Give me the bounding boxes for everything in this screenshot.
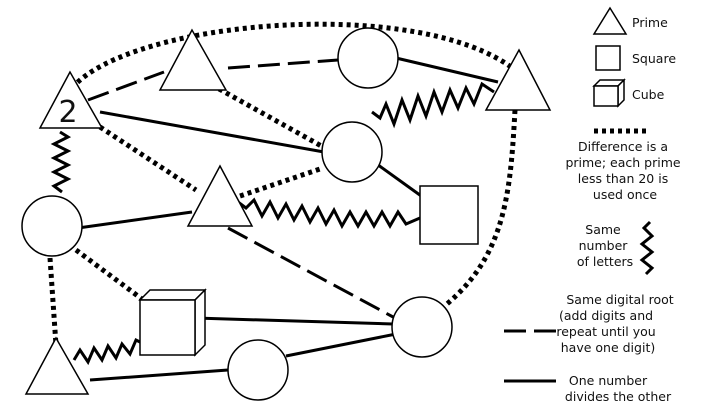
edge-prime-difference xyxy=(239,165,324,199)
legend-same-letters-swatch xyxy=(639,220,655,276)
legend-divides-text: One number divides the other xyxy=(565,373,672,404)
node-circle-mid[interactable] xyxy=(321,121,383,183)
edge-same-letters xyxy=(50,130,72,194)
node-triangle-center[interactable] xyxy=(186,164,254,227)
edge-divides xyxy=(77,210,193,230)
node-square-right[interactable] xyxy=(419,185,479,245)
node-circle-left[interactable] xyxy=(21,195,83,257)
edge-same-letters xyxy=(371,81,495,129)
edge-digital-root xyxy=(227,58,339,70)
legend-prime-label: Prime xyxy=(632,15,668,30)
legend-prime-difference-text: Difference is a prime; each prime less t… xyxy=(565,139,684,202)
node-triangle-2[interactable]: 2 xyxy=(38,70,104,130)
edge-prime-difference xyxy=(47,257,59,346)
edge-prime-difference xyxy=(98,124,198,193)
node-circle-bottom-right[interactable] xyxy=(391,296,453,358)
node-value: 2 xyxy=(58,95,77,130)
edge-divides xyxy=(89,368,229,382)
edge-prime-difference xyxy=(420,109,518,325)
edge-divides xyxy=(285,332,397,358)
node-triangle-top[interactable] xyxy=(158,28,228,91)
legend-digital-root-text: Same digital root (add digits and repeat… xyxy=(556,292,677,355)
legend-square-icon xyxy=(595,45,621,71)
node-triangle-bottom[interactable] xyxy=(24,336,90,395)
legend-square-label: Square xyxy=(632,51,676,66)
legend-cube-label: Cube xyxy=(632,87,665,102)
node-circle-bottom[interactable] xyxy=(227,339,289,401)
node-triangle-right[interactable] xyxy=(484,48,552,111)
edge-prime-difference xyxy=(210,82,327,151)
node-cube[interactable] xyxy=(138,288,207,357)
edge-digital-root xyxy=(87,70,165,102)
edge-divides xyxy=(395,56,499,84)
edge-prime-difference xyxy=(74,247,148,305)
edge-divides xyxy=(373,160,425,200)
edge-prime-difference xyxy=(70,21,517,90)
legend-same-letters-text: Same number of letters xyxy=(577,222,633,269)
edge-same-letters xyxy=(237,197,421,230)
edge-digital-root xyxy=(227,226,396,320)
legend-triangle-icon xyxy=(592,6,628,35)
edge-same-letters xyxy=(72,337,145,366)
edge-divides xyxy=(194,316,394,326)
edge-divides xyxy=(99,110,325,154)
legend-cube-icon xyxy=(592,78,626,108)
node-circle-top[interactable] xyxy=(337,27,399,89)
